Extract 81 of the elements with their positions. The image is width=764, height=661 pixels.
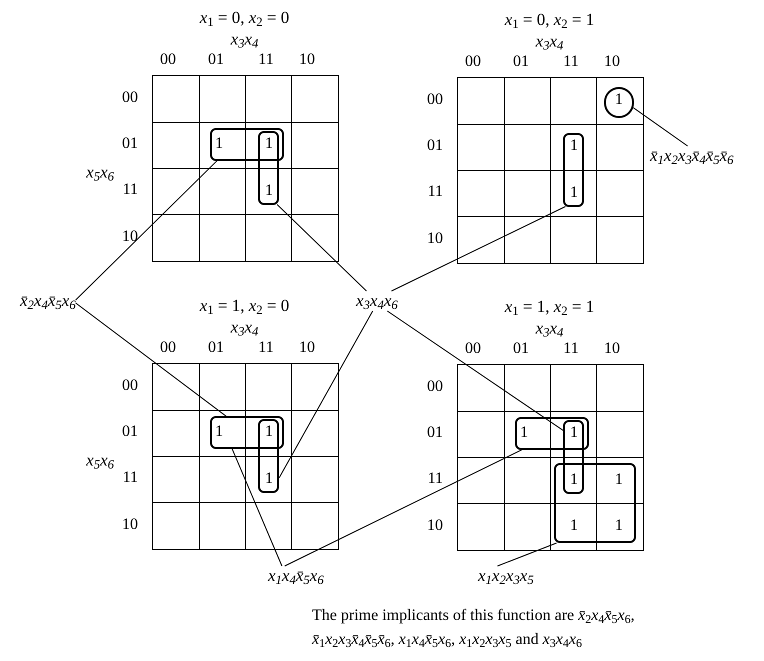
column-variable-label: x$_{3}$x$_{4}$ <box>536 320 564 336</box>
leader-line <box>386 310 564 432</box>
leader-line <box>75 302 227 417</box>
column-code: 01 <box>513 54 529 70</box>
cell-value: 1 <box>265 136 273 152</box>
row-code: 11 <box>428 471 443 487</box>
grouping-loop <box>258 418 280 492</box>
cell-value: 1 <box>570 184 578 201</box>
row-code: 01 <box>122 424 138 440</box>
leader-line <box>284 449 523 566</box>
column-code: 01 <box>208 52 224 68</box>
column-code: 00 <box>160 52 176 68</box>
implicant-term: x$_{1}$x$_{4}$x̄$_{5}$x$_{6}$ <box>268 566 324 586</box>
leader-line <box>75 160 218 300</box>
cell-value: 1 <box>614 92 623 108</box>
row-code: 10 <box>122 517 138 533</box>
implicant-term: x$_{3}$x$_{4}$x$_{6}$ <box>356 291 398 311</box>
cell-value: 1 <box>265 182 273 199</box>
cell-value: 1 <box>265 470 273 487</box>
map-title: x$_{1}$ = 1, x$_{2}$ = 0 <box>200 297 290 314</box>
column-code: 01 <box>513 341 529 357</box>
cell-value: 1 <box>570 425 578 442</box>
column-code: 10 <box>299 340 315 356</box>
grouping-loop <box>554 463 636 543</box>
column-code: 10 <box>604 54 620 70</box>
row-code: 11 <box>122 182 138 198</box>
map-title: x$_{1}$ = 1, x$_{2}$ = 1 <box>504 298 594 315</box>
row-code: 00 <box>122 90 138 106</box>
cell-value: 1 <box>570 138 578 154</box>
grouping-loop <box>210 128 284 161</box>
column-code: 11 <box>258 340 274 356</box>
cell-value: 1 <box>215 424 224 440</box>
grouping-loop <box>210 416 284 449</box>
implicant-term: x̄$_{2}$x$_{4}$x̄$_{5}$x$_{6}$ <box>20 291 76 311</box>
map-title: x$_{1}$ = 0, x$_{2}$ = 0 <box>200 9 290 26</box>
column-code: 00 <box>465 54 481 70</box>
row-variable-label: x$_{5}$x$_{6}$ <box>86 164 114 180</box>
leader-line <box>632 107 688 146</box>
row-code: 10 <box>122 229 138 245</box>
row-code: 01 <box>427 425 443 441</box>
leader-line <box>276 204 367 292</box>
implicant-term: x̄$_{1}$x$_{2}$x$_{3}$x̄$_{4}$x̄$_{5}$x̄$_{6}$ <box>650 146 734 166</box>
cell-value: 1 <box>614 472 623 488</box>
column-code: 11 <box>258 52 274 68</box>
column-code: 00 <box>465 341 481 357</box>
column-code: 01 <box>208 340 224 356</box>
column-variable-label: x$_{3}$x$_{4}$ <box>536 32 564 50</box>
column-code: 00 <box>160 340 176 356</box>
leader-line <box>497 542 558 566</box>
caption: The prime implicants of this function are x̄$_{2}$x$_{4}$x̄$_{5}$x$_{6}$, x̄$_{1}$x$_{2}$x$_{3}$x̄$_{4}$x̄$_{5}$x̄$_{6}$, x$_{1}$x$_{4}$x̄$_{5}$x$_{6}$, x$_{1}$x$_{2}$x$_{3}$x$_{5}$ and x$_{3}$x$_{4}$x$_{6}$ <box>312 606 636 652</box>
cell-value: 1 <box>570 518 578 534</box>
column-code: 11 <box>563 341 579 357</box>
row-code: 10 <box>427 518 443 534</box>
grouping-loop <box>258 130 280 204</box>
column-code: 10 <box>299 52 315 68</box>
row-code: 10 <box>427 231 443 247</box>
row-code: 00 <box>122 378 138 394</box>
map-title: x$_{1}$ = 0, x$_{2}$ = 1 <box>504 11 594 28</box>
cell-value: 1 <box>215 136 224 152</box>
cell-value: 1 <box>570 472 578 488</box>
row-code: 00 <box>427 379 443 395</box>
row-code: 01 <box>122 136 138 152</box>
leader-line <box>391 206 566 292</box>
leader-line <box>278 310 374 478</box>
row-code: 01 <box>427 138 443 154</box>
cell-value: 1 <box>520 425 528 442</box>
row-code: 11 <box>122 470 138 486</box>
implicant-term: x$_{1}$x$_{2}$x$_{3}$x$_{5}$ <box>478 566 534 586</box>
row-variable-label: x$_{5}$x$_{6}$ <box>86 452 114 468</box>
row-code: 11 <box>428 184 443 200</box>
grouping-loop <box>563 132 584 206</box>
leader-line <box>232 448 282 566</box>
column-code: 10 <box>604 341 620 357</box>
row-code: 00 <box>427 92 443 108</box>
column-variable-label: x$_{3}$x$_{4}$ <box>230 30 258 48</box>
column-code: 11 <box>563 54 579 70</box>
cell-value: 1 <box>265 424 273 440</box>
cell-value: 1 <box>614 518 623 534</box>
column-variable-label: x$_{3}$x$_{4}$ <box>230 318 258 336</box>
grouping-loop <box>563 420 584 494</box>
grouping-loop <box>514 417 589 450</box>
